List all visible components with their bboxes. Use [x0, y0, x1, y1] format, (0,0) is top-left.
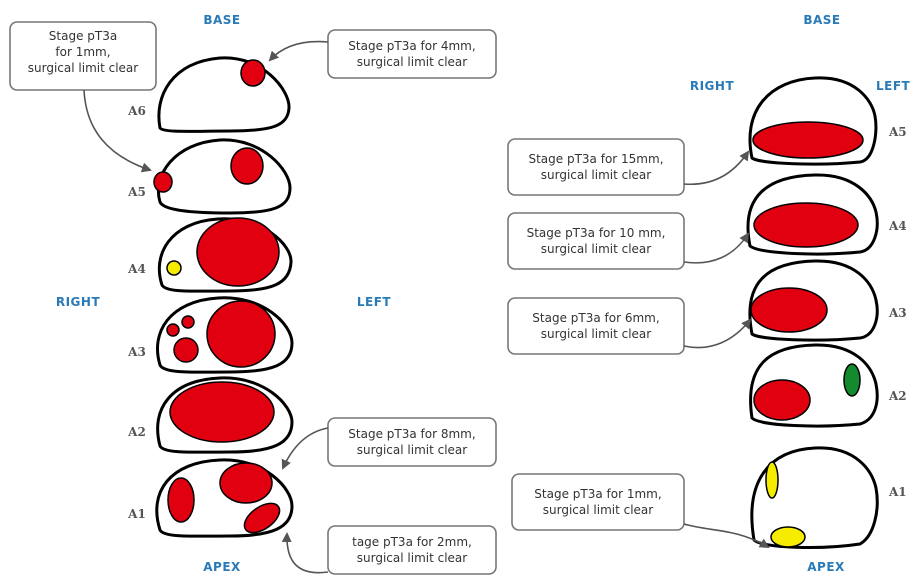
- lesion: [753, 379, 811, 421]
- left-section-a5: [153, 138, 292, 215]
- right-callout-15mm: Stage pT3a for 15mm, surgical limit clea…: [507, 138, 685, 196]
- right-section-a2: [749, 343, 879, 428]
- left-apex-label: APEX: [203, 560, 241, 574]
- right-section-a4: [746, 173, 879, 256]
- arrow: [683, 150, 750, 186]
- left-section-a4-label: A4: [127, 262, 146, 276]
- lesion: [240, 59, 266, 87]
- lesion: [153, 171, 173, 193]
- left-callout-2mm: tage pT3a for 2mm, surgical limit clear: [327, 525, 497, 575]
- arrow: [281, 532, 329, 574]
- left-section-a3-label: A3: [127, 345, 146, 359]
- arrow: [683, 232, 750, 264]
- lesion: [750, 287, 828, 333]
- lesion: [230, 147, 264, 185]
- left-callout-4mm: Stage pT3a for 4mm, surgical limit clear: [327, 29, 497, 79]
- lesion: [166, 260, 182, 276]
- right-section-a5: [748, 76, 878, 166]
- svg-text:Stage pT3a for 4mm,: Stage pT3a for 4mm,: [348, 39, 475, 53]
- left-section-a2-label: A2: [127, 425, 146, 439]
- lesion: [843, 363, 861, 397]
- left-section-a2: [156, 376, 294, 454]
- left-callout-1mm: Stage pT3a for 1mm, surgical limit clear: [9, 21, 157, 91]
- svg-text:Stage pT3a for 1mm,: Stage pT3a for 1mm,: [534, 487, 661, 501]
- left-diagram: BASE APEX RIGHT LEFT A6 A5 A4 A3 A2 A1: [9, 13, 497, 575]
- left-section-a1-label: A1: [127, 507, 146, 521]
- arrow: [683, 523, 770, 549]
- svg-text:surgical limit clear: surgical limit clear: [541, 242, 652, 256]
- svg-text:Stage pT3a for 8mm,: Stage pT3a for 8mm,: [348, 427, 475, 441]
- svg-text:Stage pT3a: Stage pT3a: [49, 29, 117, 43]
- left-section-a4: [157, 217, 293, 293]
- svg-text:tage pT3a for 2mm,: tage pT3a for 2mm,: [352, 535, 472, 549]
- right-diagram: BASE APEX RIGHT LEFT A5 A4 A3 A2 A1: [507, 13, 910, 574]
- lesion: [169, 381, 275, 443]
- lesion: [167, 477, 195, 523]
- right-side-left-label: LEFT: [876, 79, 910, 93]
- left-section-a5-label: A5: [127, 185, 146, 199]
- right-section-a1-label: A1: [888, 485, 907, 499]
- lesion: [753, 202, 859, 248]
- right-side-right-label: RIGHT: [690, 79, 735, 93]
- lesion: [219, 462, 273, 504]
- svg-text:surgical limit clear: surgical limit clear: [357, 551, 468, 565]
- left-section-a1: [155, 458, 294, 538]
- right-section-a2-label: A2: [888, 389, 907, 403]
- svg-text:Stage pT3a for 6mm,: Stage pT3a for 6mm,: [532, 311, 659, 325]
- lesion: [181, 315, 195, 329]
- arrow: [268, 40, 329, 62]
- left-base-label: BASE: [203, 13, 240, 27]
- right-section-a1: [750, 446, 879, 549]
- svg-text:for 1mm,: for 1mm,: [55, 45, 110, 59]
- right-section-a3: [748, 259, 879, 342]
- right-apex-label: APEX: [807, 560, 845, 574]
- svg-text:surgical limit clear: surgical limit clear: [28, 61, 139, 75]
- lesion: [206, 300, 276, 368]
- lesion: [752, 121, 864, 159]
- right-callout-1mm: Stage pT3a for 1mm, surgical limit clear: [511, 473, 685, 531]
- right-section-a5-label: A5: [888, 125, 907, 139]
- right-callout-6mm: Stage pT3a for 6mm, surgical limit clear: [507, 297, 685, 355]
- left-side-left-label: LEFT: [357, 295, 392, 309]
- svg-text:Stage pT3a for 15mm,: Stage pT3a for 15mm,: [528, 152, 663, 166]
- lesion: [166, 323, 180, 337]
- right-section-a3-label: A3: [888, 306, 907, 320]
- svg-text:surgical limit clear: surgical limit clear: [543, 503, 654, 517]
- lesion: [196, 217, 280, 287]
- svg-text:Stage pT3a for 10 mm,: Stage pT3a for 10 mm,: [527, 226, 666, 240]
- lesion: [173, 337, 199, 363]
- left-section-a6-label: A6: [127, 104, 146, 118]
- right-section-a4-label: A4: [888, 219, 907, 233]
- svg-text:surgical limit clear: surgical limit clear: [541, 327, 652, 341]
- lesion: [770, 526, 806, 548]
- left-section-a3: [156, 296, 294, 374]
- arrow: [281, 427, 329, 470]
- svg-text:surgical limit clear: surgical limit clear: [357, 55, 468, 69]
- svg-text:surgical limit clear: surgical limit clear: [541, 168, 652, 182]
- right-callout-10mm: Stage pT3a for 10 mm, surgical limit cle…: [507, 212, 685, 270]
- svg-text:surgical limit clear: surgical limit clear: [357, 443, 468, 457]
- arrow: [83, 89, 152, 173]
- left-side-right-label: RIGHT: [56, 295, 101, 309]
- lesion: [765, 461, 779, 499]
- left-callout-8mm: Stage pT3a for 8mm, surgical limit clear: [327, 417, 497, 467]
- left-section-a6: [157, 56, 291, 133]
- arrow: [683, 318, 752, 349]
- lesion: [243, 502, 281, 534]
- right-base-label: BASE: [803, 13, 840, 27]
